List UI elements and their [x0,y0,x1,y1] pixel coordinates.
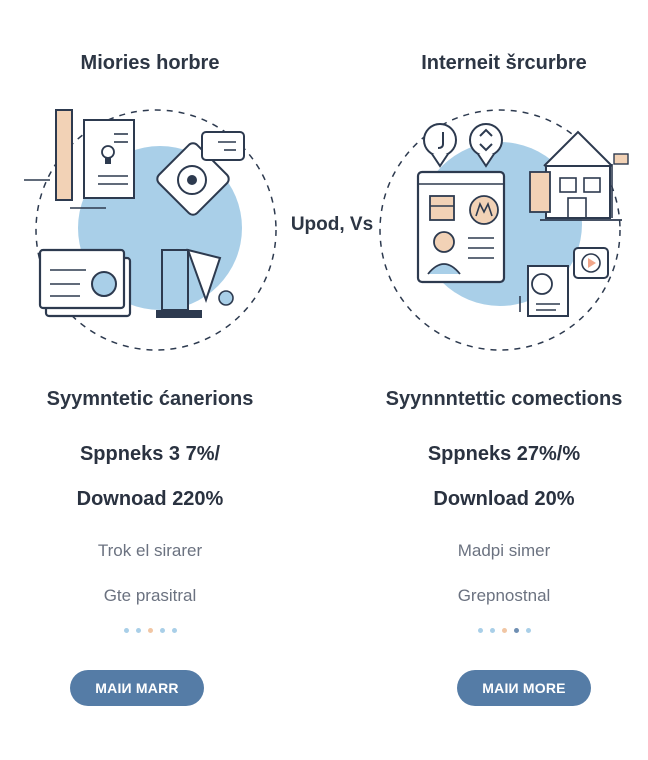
left-main-button[interactable]: MAIИ MARR [70,670,204,706]
left-title: Miories horbre [80,52,220,74]
document-icon [24,109,135,209]
pagination-dot[interactable] [147,628,153,633]
pagination-dot[interactable] [501,628,507,633]
pagination-dot[interactable] [159,628,165,633]
left-illustration [24,109,277,351]
pagination-dot[interactable] [477,628,483,633]
right-pagination-dots [360,628,648,633]
left-note-1: Trok el sirarer [97,541,203,560]
pagination-dot[interactable] [513,628,519,633]
left-note-2: Gte prasitral [103,586,197,605]
house-icon [529,130,629,221]
right-stat-1: Sppneks 27%/% [427,443,581,465]
chat-document-icon [519,265,569,317]
right-subtitle: Syynnntettic comections [385,388,623,410]
left-card: Miories horbre [0,0,300,760]
desk-lamp-icon [156,248,234,318]
right-main-button[interactable]: MAIИ MORE [457,670,591,706]
profile-card-icon [416,170,506,284]
target-icon [156,142,230,216]
left-stat-1: Sppneks 3 7%/ [79,443,221,465]
vs-label: Upod, Vs [290,214,374,235]
right-stat-2: Download 20% [433,488,575,510]
pagination-dot[interactable] [525,628,531,633]
pagination-dot[interactable] [135,628,141,633]
left-stat-2: Downoad 220% [76,488,224,510]
right-title: Interneit šrcurbre [421,52,587,74]
right-illustration [379,109,629,351]
pagination-dot[interactable] [123,628,129,633]
right-card: Interneit šrcurbre [360,0,648,760]
left-pagination-dots [0,628,300,633]
left-subtitle: Syymntetic ćanerions [46,388,254,410]
chat-bubble-icon [201,131,245,161]
pagination-dot[interactable] [171,628,177,633]
id-card-icon [38,248,132,318]
location-pin-icon [423,123,503,168]
right-note-1: Madpi simer [457,541,551,560]
video-play-icon [573,247,609,279]
lightbulb-icon [101,145,115,164]
pagination-dot[interactable] [489,628,495,633]
right-note-2: Grepnostnal [457,586,551,605]
